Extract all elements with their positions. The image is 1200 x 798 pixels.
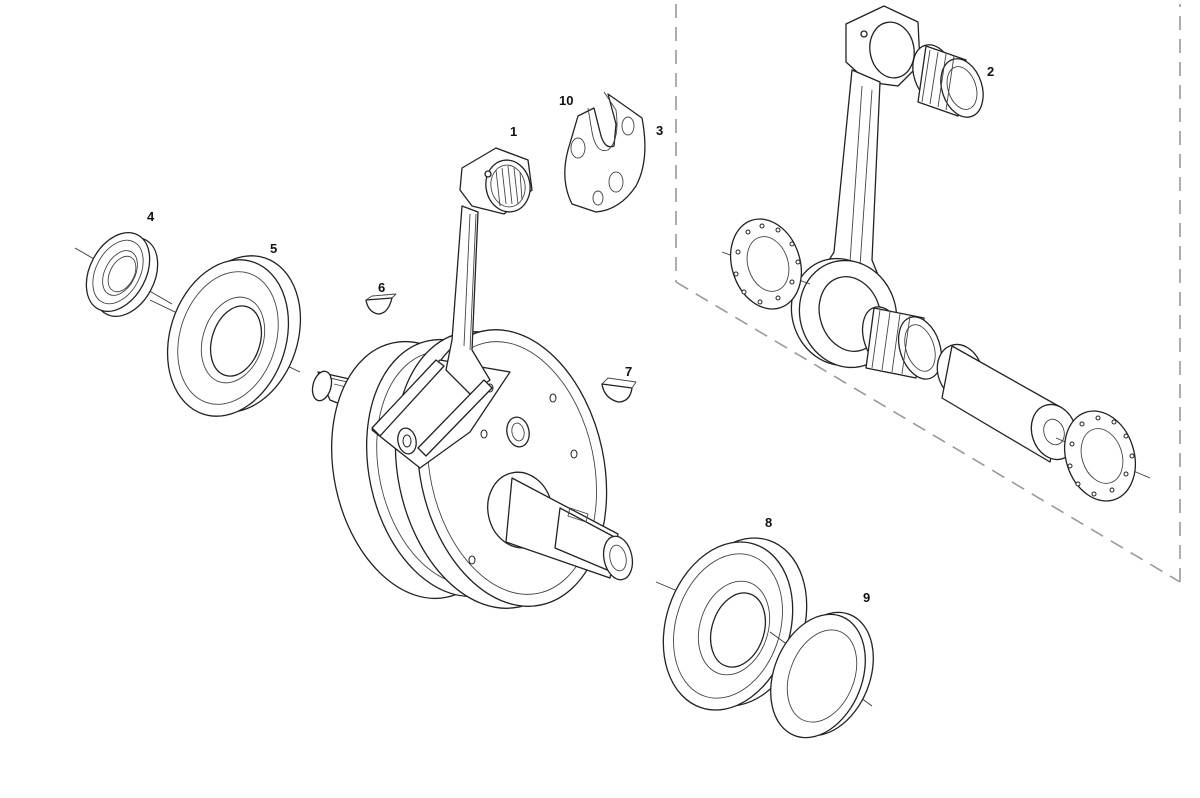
part-4-oil-seal (74, 232, 173, 317)
part-8-ball-bearing (655, 537, 808, 711)
part-3-crank-segment (564, 91, 646, 213)
part-2-needle-cage (912, 44, 984, 118)
part-5-ball-bearing (149, 255, 302, 417)
part-9-oil-seal (769, 611, 874, 739)
crankshaft-assembly (311, 147, 634, 609)
detail-region-border (675, 4, 1181, 583)
callout-3: 3 (656, 123, 663, 138)
callout-9: 9 (863, 590, 870, 605)
callout-1: 1 (510, 124, 517, 139)
callout-2: 2 (987, 64, 994, 79)
thrust-washer-upper (721, 218, 811, 310)
callout-6: 6 (378, 280, 385, 295)
callout-7: 7 (625, 364, 632, 379)
part-7-woodruff-key (601, 377, 637, 403)
callout-10: 10 (559, 93, 573, 108)
thrust-washer-lower (1055, 410, 1151, 502)
callout-4: 4 (147, 209, 155, 224)
callout-8: 8 (765, 515, 772, 530)
crank-pin (936, 343, 1078, 463)
callout-5: 5 (270, 241, 277, 256)
big-end-needle-cage (861, 306, 943, 380)
callout-labels: 1 2 3 4 5 6 7 8 9 10 (147, 64, 994, 605)
part-6-woodruff-key (365, 293, 397, 315)
